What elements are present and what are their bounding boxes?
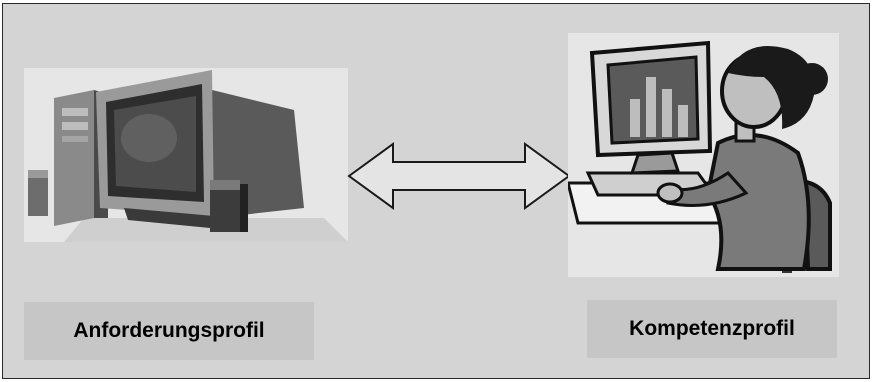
requirements-profile-text: Anforderungsprofil	[73, 319, 265, 342]
computer-panel	[24, 68, 348, 242]
requirements-profile-label: Anforderungsprofil	[24, 302, 314, 360]
double-arrow-icon	[347, 142, 571, 210]
competence-profile-label: Kompetenzprofil	[587, 300, 837, 358]
woman-at-computer-icon	[568, 40, 832, 273]
computer-monitor-icon	[28, 70, 348, 242]
person-panel	[568, 33, 839, 277]
competence-profile-text: Kompetenzprofil	[629, 317, 795, 340]
